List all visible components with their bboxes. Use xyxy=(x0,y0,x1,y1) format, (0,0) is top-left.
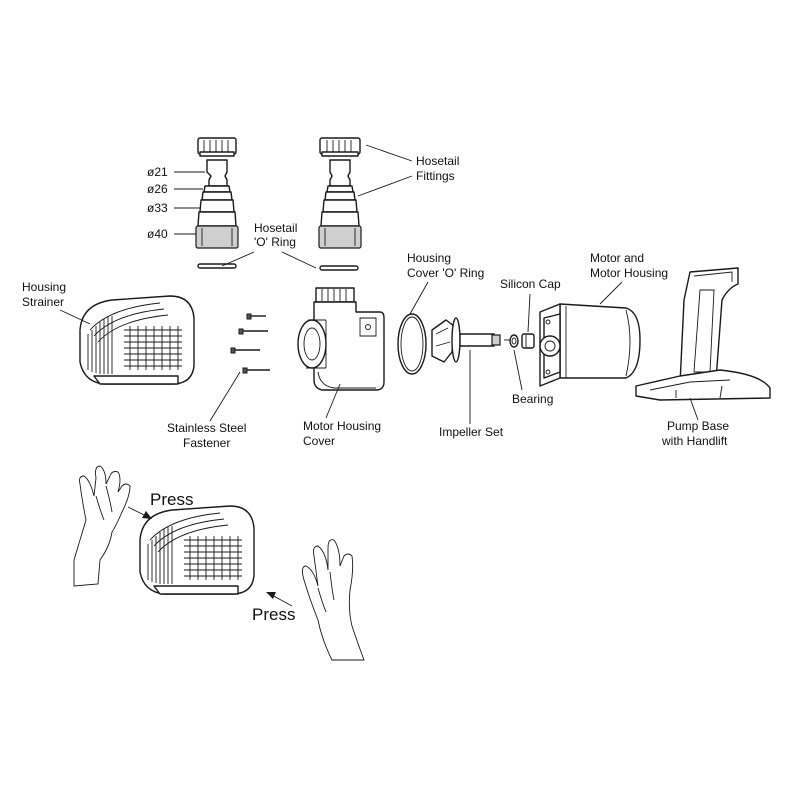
diameter-33: ø33 xyxy=(147,201,168,215)
svg-text:Impeller Set: Impeller Set xyxy=(439,425,504,439)
left-hand-icon xyxy=(73,465,131,587)
svg-text:Motor Housing: Motor Housing xyxy=(590,266,668,280)
svg-text:Pump Base: Pump Base xyxy=(667,419,729,433)
pump-base-with-handlift xyxy=(635,267,771,401)
svg-text:Hosetail: Hosetail xyxy=(254,221,297,235)
svg-text:Cover 'O' Ring: Cover 'O' Ring xyxy=(407,266,484,280)
motor-and-motor-housing xyxy=(539,303,641,387)
svg-text:Fittings: Fittings xyxy=(416,169,455,183)
svg-text:Motor and: Motor and xyxy=(590,251,644,265)
label-stainless-steel-fastener: Stainless Steel Fastener xyxy=(167,371,246,450)
svg-text:with Handlift: with Handlift xyxy=(661,434,728,448)
svg-text:Cover: Cover xyxy=(303,434,335,448)
strainer-press-illustration xyxy=(139,505,255,595)
label-bearing: Bearing xyxy=(512,349,553,406)
label-silicon-cap: Silicon Cap xyxy=(500,277,561,333)
housing-cover-oring xyxy=(397,313,427,375)
hosetail-fitting-left xyxy=(195,137,239,269)
press-arrow-bottom: Press xyxy=(252,592,295,624)
label-motor-and-motor-housing: Motor and Motor Housing xyxy=(590,251,668,305)
impeller-set xyxy=(431,317,512,363)
stainless-steel-fasteners xyxy=(230,313,270,374)
right-hand-icon xyxy=(301,539,365,661)
svg-text:Silicon Cap: Silicon Cap xyxy=(500,277,561,291)
label-pump-base-with-handlift: Pump Base with Handlift xyxy=(661,397,729,448)
motor-housing-cover xyxy=(297,287,385,391)
svg-text:Bearing: Bearing xyxy=(512,392,553,406)
svg-text:'O' Ring: 'O' Ring xyxy=(254,235,296,249)
svg-text:Stainless Steel: Stainless Steel xyxy=(167,421,246,435)
press-label-bottom: Press xyxy=(252,605,295,624)
label-motor-housing-cover: Motor Housing Cover xyxy=(303,383,381,448)
press-label-top: Press xyxy=(150,490,193,509)
label-housing-strainer: Housing Strainer xyxy=(22,280,91,325)
svg-text:Housing: Housing xyxy=(22,280,66,294)
diameter-21: ø21 xyxy=(147,165,168,179)
label-hosetail-oring: Hosetail 'O' Ring xyxy=(221,221,317,269)
svg-text:Fastener: Fastener xyxy=(183,436,230,450)
label-impeller-set: Impeller Set xyxy=(439,350,504,439)
hosetail-fitting-right xyxy=(318,137,362,271)
housing-strainer xyxy=(79,295,195,385)
label-housing-cover-oring: Housing Cover 'O' Ring xyxy=(407,251,484,315)
svg-text:Housing: Housing xyxy=(407,251,451,265)
bearing xyxy=(509,334,519,348)
press-arrow-top: Press xyxy=(127,490,193,519)
strainer-slots xyxy=(87,316,182,374)
svg-text:Strainer: Strainer xyxy=(22,295,64,309)
label-hosetail-fittings: Hosetail Fittings xyxy=(357,144,459,197)
svg-text:Hosetail: Hosetail xyxy=(416,154,459,168)
svg-text:Motor Housing: Motor Housing xyxy=(303,419,381,433)
diameter-26: ø26 xyxy=(147,182,168,196)
diameter-40: ø40 xyxy=(147,227,168,241)
silicon-cap xyxy=(521,333,535,349)
diameter-markers: ø21 ø26 ø33 ø40 xyxy=(147,165,205,241)
